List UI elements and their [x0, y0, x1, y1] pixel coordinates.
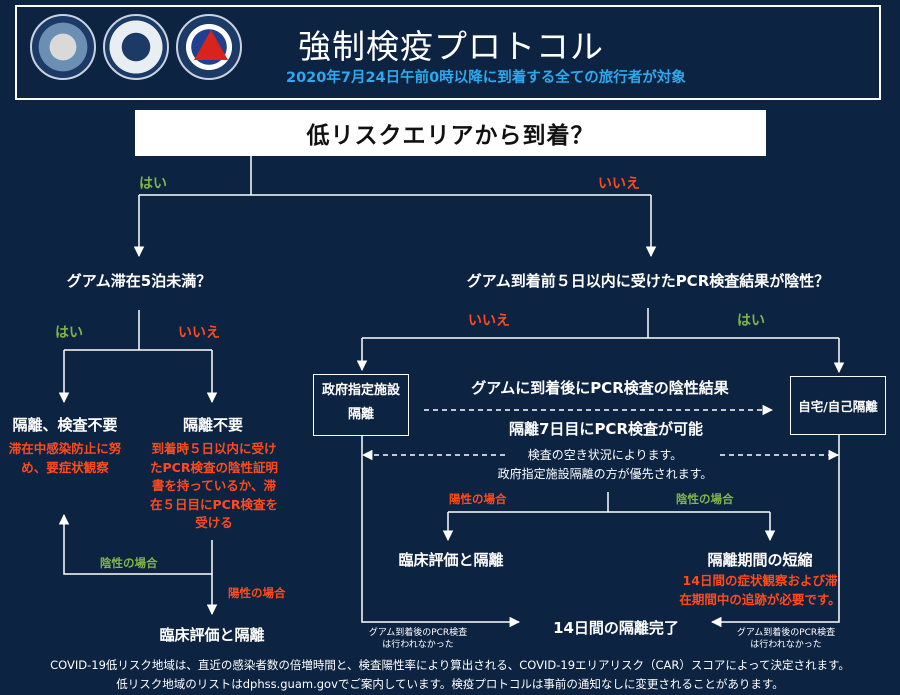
note-prevent-infection: 滞在中感染防止に努め、要症状観察 — [8, 441, 122, 475]
note-pcr-test-required: 到着時５日以内に受けたPCR検査の陰性証明書を持っているか、滞在５日目にPCR検… — [150, 441, 278, 530]
result-no-quarantine-no-test: 隔離、検査不要 — [12, 416, 118, 434]
label-left-positive: 陽性の場合 — [228, 586, 286, 600]
result-right-clinical-isolation: 臨床評価と隔離 — [398, 551, 504, 569]
guam-governor-seal-icon — [30, 14, 96, 80]
result-shortened-quarantine: 隔離期間の短縮 — [707, 551, 813, 569]
public-health-seal-icon — [103, 14, 169, 80]
label-left-yes: はい — [55, 325, 83, 341]
note-symptom-monitoring: 14日間の症状観察および滞在期間中の追跡が必要です。 — [679, 573, 841, 607]
header-panel — [15, 5, 881, 100]
question-negative-pcr-5-days: グアム到着前５日以内に受けたPCR検査結果が陰性？ — [466, 272, 830, 290]
label-top-no: いいえ — [598, 176, 640, 192]
note-no-pcr-left: グアム到着後のPCR検査は行われなかった — [368, 628, 468, 650]
footer-line-1: COVID-19低リスク地域は、直近の感染者数の倍増時間と、検査陽性率により算出… — [50, 658, 850, 672]
box-government-facility-quarantine: 政府指定施設隔離 — [313, 374, 409, 436]
result-14-day-quarantine-complete: 14日間の隔離完了 — [553, 619, 679, 637]
question-low-risk-area: 低リスクエリアから到着？ — [135, 110, 766, 156]
text-negative-pcr-after-arrival: グアムに到着後にPCR検査の陰性結果 — [471, 379, 729, 397]
label-right-positive: 陽性の場合 — [449, 492, 507, 506]
label-right-no: いいえ — [468, 313, 510, 329]
page-title: 強制検疫プロトコル — [298, 27, 604, 66]
note-test-availability: 検査の空き状況によります。政府指定施設隔離の方が優先されます。 — [497, 448, 713, 481]
label-top-yes: はい — [139, 176, 167, 192]
footer-line-2: 低リスク地域のリストはdphss.guam.govでご案内しています。検疫プロト… — [116, 677, 784, 691]
label-right-yes: はい — [737, 313, 765, 329]
box-home-self-quarantine: 自宅/自己隔離 — [790, 376, 886, 435]
label-left-negative: 陰性の場合 — [100, 556, 158, 570]
result-left-clinical-isolation: 臨床評価と隔離 — [159, 626, 265, 644]
label-left-no: いいえ — [178, 325, 220, 341]
question-stay-under-5-nights: グアム滞在5泊未満？ — [66, 272, 212, 290]
text-pcr-day-7: 隔離7日目にPCR検査が可能 — [509, 420, 703, 438]
page-subtitle: 2020年7月24日午前0時以降に到着する全ての旅行者が対象 — [286, 70, 686, 86]
homeland-security-seal-icon — [176, 14, 242, 80]
result-no-quarantine: 隔離不要 — [182, 416, 244, 434]
note-no-pcr-right: グアム到着後のPCR検査は行われなかった — [736, 628, 836, 650]
footer-notes: COVID-19低リスク地域は、直近の感染者数の倍増時間と、検査陽性率により算出… — [0, 656, 900, 694]
label-right-negative: 陰性の場合 — [676, 492, 734, 506]
